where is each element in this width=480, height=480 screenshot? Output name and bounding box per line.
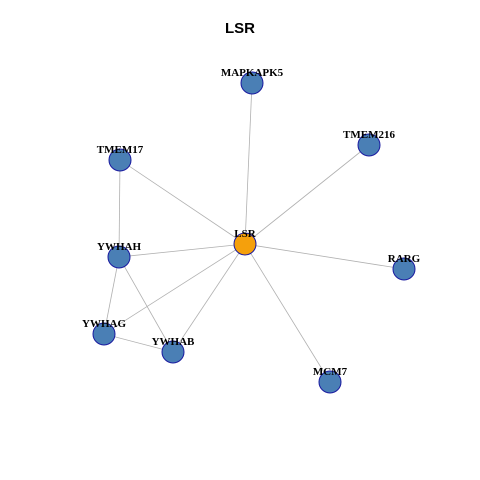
edge-ywhag-ywhab: [103, 333, 174, 353]
edge-ywhah-ywhag: [103, 256, 120, 335]
node-lsr[interactable]: [233, 232, 257, 256]
edge-lsr-ywhab: [172, 243, 246, 353]
edge-lsr-tmem17: [119, 159, 246, 245]
edge-lsr-ywhah: [118, 243, 246, 258]
edge-layer: [103, 82, 405, 383]
node-label-rarg: RARG: [388, 253, 421, 265]
node-label-lsr: LSR: [234, 228, 256, 240]
node-label-ywhab: YWHAB: [152, 336, 195, 348]
node-label-ywhag: YWHAG: [82, 318, 126, 330]
edge-lsr-rarg: [244, 243, 405, 270]
edge-lsr-mcm7: [244, 243, 331, 383]
node-layer: [92, 71, 416, 394]
node-label-mcm7: MCM7: [313, 366, 348, 378]
node-label-tmem216: TMEM216: [343, 129, 395, 141]
edge-tmem17-ywhah: [118, 159, 121, 258]
node-tmem17[interactable]: [108, 148, 132, 172]
node-label-mapkapk5: MAPKAPK5: [221, 67, 284, 79]
node-ywhah[interactable]: [107, 245, 131, 269]
edge-lsr-ywhag: [103, 243, 246, 335]
node-mcm7[interactable]: [318, 370, 342, 394]
node-rarg[interactable]: [392, 257, 416, 281]
graph-title: LSR: [225, 20, 255, 37]
node-mapkapk5[interactable]: [240, 71, 264, 95]
node-ywhab[interactable]: [161, 340, 185, 364]
node-label-ywhah: YWHAH: [97, 241, 141, 253]
node-ywhag[interactable]: [92, 322, 116, 346]
edge-lsr-mapkapk5: [244, 82, 253, 245]
node-tmem216[interactable]: [357, 133, 381, 157]
edge-ywhah-ywhab: [118, 256, 174, 353]
edge-lsr-tmem216: [244, 144, 370, 245]
node-label-tmem17: TMEM17: [97, 144, 144, 156]
